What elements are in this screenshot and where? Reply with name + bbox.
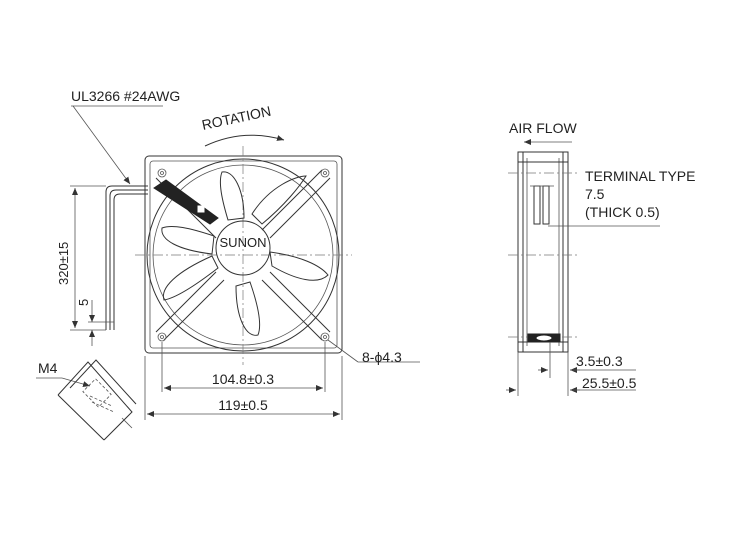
terminal-type-label: TERMINAL TYPE	[585, 168, 695, 184]
flange-label: 3.5±0.3	[576, 353, 623, 369]
terminal-pin-left	[533, 185, 541, 225]
hole-callout: 8-ϕ4.3	[327, 339, 420, 365]
hole-spec-label: 8-ϕ4.3	[362, 349, 402, 365]
side-dimensions: 3.5±0.3 25.5±0.5	[506, 342, 637, 396]
terminal-size-label: 7.5	[585, 186, 605, 202]
strip-length-label: 5	[76, 299, 91, 306]
airflow-group: AIR FLOW	[509, 120, 577, 145]
lead-channel	[153, 179, 219, 225]
fan-blades	[161, 171, 329, 336]
lead-wires: 320±15 5	[56, 185, 148, 346]
rotation-arrow-icon	[204, 134, 285, 147]
front-view: SUNON ROTATION	[135, 103, 352, 365]
hole-pitch-label: 104.8±0.3	[212, 371, 274, 387]
terminal-thick-label: (THICK 0.5)	[585, 204, 660, 220]
fan-hub	[215, 220, 271, 276]
thread-detail: M4	[36, 359, 137, 441]
terminal-callout: TERMINAL TYPE 7.5 (THICK 0.5)	[548, 168, 695, 227]
wire-spec-callout: UL3266 #24AWG	[71, 88, 180, 185]
brand-label: SUNON	[220, 235, 267, 250]
width-label: 119±0.5	[218, 397, 268, 413]
rotation-label: ROTATION	[200, 103, 272, 133]
thread-label: M4	[38, 360, 58, 376]
air-flow-label: AIR FLOW	[509, 120, 577, 136]
frame-outer	[144, 155, 343, 354]
terminal-pin-right	[542, 185, 550, 225]
front-dimensions: 104.8±0.3 119±0.5	[144, 342, 343, 420]
frame-inner	[149, 160, 338, 349]
side-view	[508, 151, 578, 353]
wire-spec-label: UL3266 #24AWG	[71, 88, 180, 104]
depth-label: 25.5±0.5	[582, 375, 637, 391]
lead-length-label: 320±15	[56, 242, 71, 285]
mounting-holes	[157, 168, 330, 342]
side-frame	[517, 151, 569, 353]
